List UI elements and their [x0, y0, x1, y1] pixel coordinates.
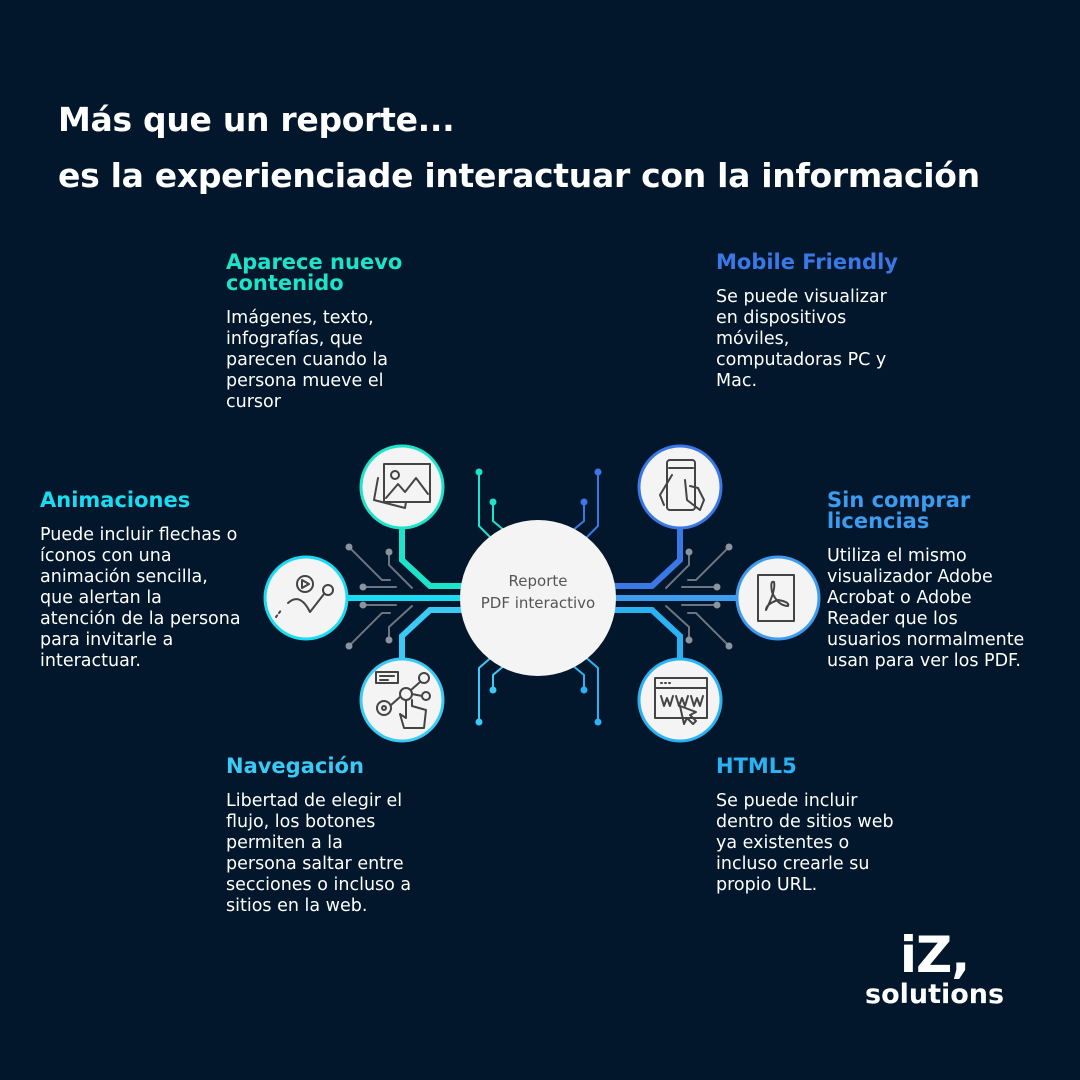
- feature-aparece-contenido: Aparece nuevo contenido Imágenes, texto,…: [226, 252, 456, 413]
- center-circle: [460, 520, 616, 676]
- feature-body: Utiliza el mismo visualizador Adobe Acro…: [827, 546, 1025, 671]
- feature-html5: HTML5 Se puede incluir dentro de sitios …: [716, 756, 946, 896]
- title-line-2: es la experienciade interactuar con la i…: [58, 156, 980, 195]
- trace-dots: [345, 468, 733, 726]
- image-icon: [359, 444, 445, 530]
- logo-mark: iZ,: [899, 926, 970, 984]
- title-line-1: Más que un reporte...: [58, 100, 455, 139]
- center-line-1: Reporte: [508, 572, 568, 590]
- decor-traces: [348, 546, 730, 647]
- feature-animaciones: Animaciones Puede incluir flechas o ícon…: [40, 490, 280, 672]
- feature-title: Sin comprar licencias: [827, 488, 971, 533]
- feature-title: Mobile Friendly: [716, 250, 898, 274]
- feature-title: Animaciones: [40, 488, 191, 512]
- navigation-icon: [359, 657, 445, 743]
- feature-body: Libertad de elegir el flujo, los botones…: [226, 791, 412, 916]
- animation-icon: [263, 555, 349, 641]
- page-title: Más que un reporte... es la experienciad…: [58, 92, 980, 204]
- feature-mobile-friendly: Mobile Friendly Se puede visualizar en d…: [716, 252, 946, 392]
- feature-body: Imágenes, texto, infografías, que parece…: [226, 308, 388, 412]
- feature-body: Se puede visualizar en dispositivos móvi…: [716, 287, 887, 391]
- feature-navegacion: Navegación Libertad de elegir el flujo, …: [226, 756, 456, 917]
- feature-title: Navegación: [226, 754, 364, 778]
- feature-title: Aparece nuevo contenido: [226, 250, 403, 295]
- center-line-2: PDF interactivo: [480, 594, 596, 612]
- feature-body: Puede incluir flechas o íconos con una a…: [40, 525, 241, 671]
- feature-body: Se puede incluir dentro de sitios web ya…: [716, 791, 894, 895]
- mobile-icon: [637, 444, 723, 530]
- feature-sin-licencias: Sin comprar licencias Utiliza el mismo v…: [827, 490, 1067, 672]
- center-label: Reporte PDF interactivo: [460, 570, 616, 614]
- acrobat-icon: [735, 555, 821, 641]
- feature-title: HTML5: [716, 754, 797, 778]
- logo: iZ, solutions: [865, 930, 1004, 1010]
- logo-text: solutions: [865, 979, 1005, 1010]
- www-icon: [637, 657, 723, 743]
